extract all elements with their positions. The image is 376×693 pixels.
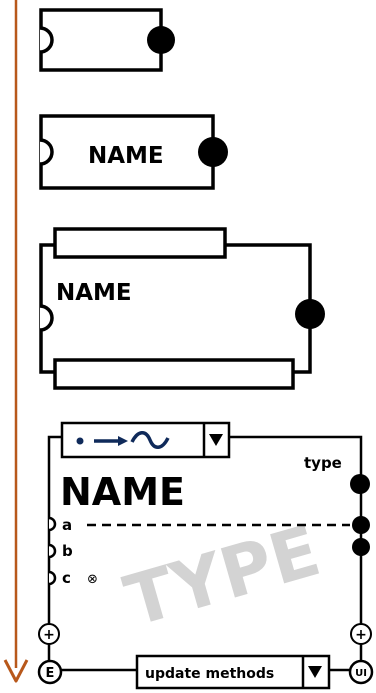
bottom-slot <box>53 358 295 390</box>
input-port-c[interactable] <box>48 570 57 586</box>
block-full-label: NAME <box>60 470 185 514</box>
dropdown-arrow-icon <box>209 434 223 446</box>
input-label-c: c <box>62 569 71 587</box>
block-full: TYPE NAME type a b c ⊗ + <box>37 421 374 690</box>
block-named-label: NAME <box>88 143 164 169</box>
output-port-1[interactable] <box>352 516 370 534</box>
type-output-port[interactable] <box>350 474 370 494</box>
remove-input-icon[interactable]: ⊗ <box>87 572 98 587</box>
top-slot <box>53 227 227 259</box>
ui-port-label: UI <box>355 668 367 679</box>
vertical-arrow <box>3 0 29 683</box>
dot-glyph <box>76 437 84 445</box>
plus-icon: + <box>355 627 367 643</box>
e-port-label: E <box>46 666 55 681</box>
arrow-glyph <box>118 436 128 446</box>
wave-glyph <box>130 431 170 449</box>
input-label-b: b <box>62 542 73 560</box>
block-empty <box>39 8 175 72</box>
block-slots-label: NAME <box>56 280 132 306</box>
input-label-a: a <box>62 516 72 534</box>
block-named: NAME <box>39 114 228 190</box>
input-port-a[interactable] <box>48 516 57 532</box>
update-methods-arrow-icon <box>308 666 322 678</box>
add-right-button[interactable]: + <box>350 623 372 645</box>
block-with-slots: NAME <box>39 227 325 390</box>
input-port-b[interactable] <box>48 543 57 559</box>
plus-icon: + <box>43 627 55 643</box>
ui-port[interactable]: UI <box>348 659 374 685</box>
update-methods-label: update methods <box>145 666 274 682</box>
e-port[interactable]: E <box>37 659 63 685</box>
glyph-dropdown[interactable] <box>60 421 231 459</box>
update-methods-dropdown[interactable]: update methods <box>135 654 331 690</box>
output-port-2[interactable] <box>352 538 370 556</box>
add-left-button[interactable]: + <box>38 623 60 645</box>
type-label: type <box>304 454 342 472</box>
